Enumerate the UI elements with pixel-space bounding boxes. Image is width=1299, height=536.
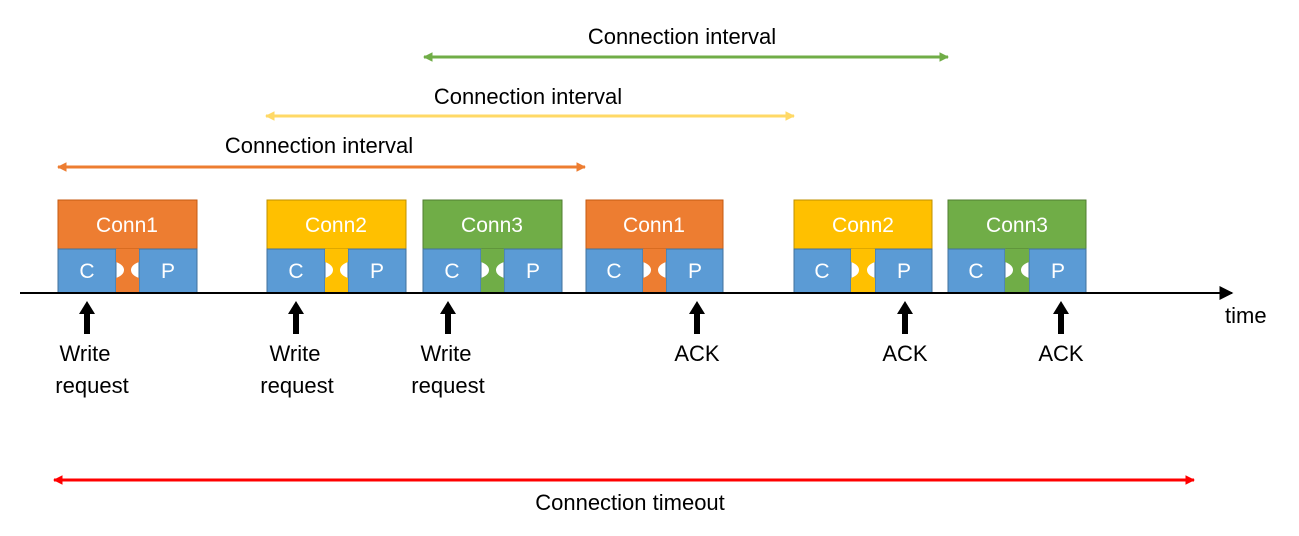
conn-block-5: Conn2 C P (793, 199, 933, 294)
conn-block-4: Conn1 C P (585, 199, 724, 294)
conn-block-3-central: C (444, 260, 459, 283)
conn-block-1-central: C (79, 260, 94, 283)
event-arrow-2: Write request (260, 301, 334, 398)
event-label-1-line1: Write (60, 341, 111, 366)
event-label-6: ACK (1038, 341, 1084, 366)
event-arrow-5: ACK (882, 301, 928, 366)
event-arrow-3: Write request (411, 301, 485, 398)
event-label-1-line2: request (55, 373, 128, 398)
event-label-5: ACK (882, 341, 928, 366)
conn-block-4-peripheral: P (688, 260, 702, 283)
interval-label-1: Connection interval (225, 133, 413, 158)
conn-block-6-title: Conn3 (986, 214, 1048, 237)
conn-block-5-peripheral: P (897, 260, 911, 283)
conn-block-1-peripheral: P (161, 260, 175, 283)
conn-block-1: Conn1 C P (57, 199, 198, 294)
conn-block-3-peripheral: P (526, 260, 540, 283)
event-label-2-line1: Write (270, 341, 321, 366)
event-arrow-6: ACK (1038, 301, 1084, 366)
timeout-label: Connection timeout (535, 490, 725, 515)
conn-block-2-peripheral: P (370, 260, 384, 283)
conn-block-2: Conn2 C P (266, 199, 407, 294)
event-label-3-line1: Write (421, 341, 472, 366)
event-label-3-line2: request (411, 373, 484, 398)
interval-arrow-2: Connection interval (265, 84, 795, 121)
event-arrow-1: Write request (55, 301, 129, 398)
interval-label-2: Connection interval (434, 84, 622, 109)
conn-block-5-central: C (814, 260, 829, 283)
conn-block-2-title: Conn2 (305, 214, 367, 237)
time-axis: time (20, 286, 1267, 328)
event-label-4: ACK (674, 341, 720, 366)
conn-block-5-title: Conn2 (832, 214, 894, 237)
timeout-arrow: Connection timeout (53, 475, 1195, 515)
conn-block-3: Conn3 C P (422, 199, 563, 294)
conn-block-3-title: Conn3 (461, 214, 523, 237)
interval-arrow-3: Connection interval (423, 24, 949, 62)
conn-block-2-central: C (288, 260, 303, 283)
interval-arrow-1: Connection interval (57, 133, 586, 172)
conn-block-1-title: Conn1 (96, 214, 158, 237)
time-axis-label: time (1225, 303, 1267, 328)
conn-block-6-central: C (968, 260, 983, 283)
conn-block-6-peripheral: P (1051, 260, 1065, 283)
conn-block-4-central: C (606, 260, 621, 283)
event-label-2-line2: request (260, 373, 333, 398)
conn-block-4-title: Conn1 (623, 214, 685, 237)
event-arrow-4: ACK (674, 301, 720, 366)
interval-label-3: Connection interval (588, 24, 776, 49)
conn-block-6: Conn3 C P (947, 199, 1087, 294)
